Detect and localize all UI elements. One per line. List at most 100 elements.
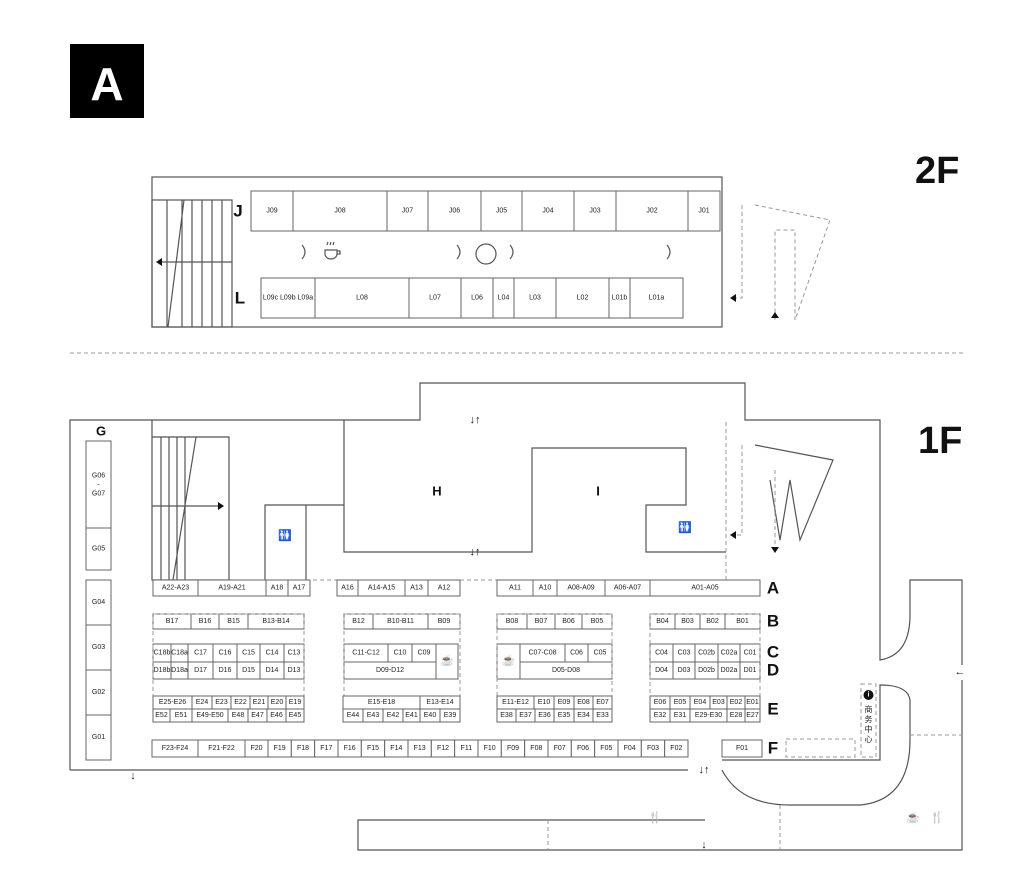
stall-e40[interactable]: E40 [419, 708, 441, 723]
stall-b03[interactable]: B03 [674, 613, 701, 630]
stall-a22-a23[interactable]: A22-A23 [152, 579, 199, 597]
stall-b07[interactable]: B07 [526, 613, 556, 630]
stall-e31[interactable]: E31 [669, 708, 691, 723]
stall-c06[interactable]: C06 [564, 643, 589, 663]
stall-e39[interactable]: E39 [439, 708, 461, 723]
stall-f18[interactable]: F18 [290, 739, 316, 758]
stall-e11-e12[interactable]: E11-E12 [496, 695, 535, 710]
stall-c09[interactable]: C09 [411, 643, 437, 663]
stall-e43[interactable]: E43 [362, 708, 384, 723]
stall-b10-b11[interactable]: B10-B11 [372, 613, 429, 630]
stall-a19-a21[interactable]: A19-A21 [197, 579, 267, 597]
stall-j09[interactable]: J09 [250, 190, 294, 232]
stall-e45[interactable]: E45 [285, 708, 305, 723]
stall-b16[interactable]: B16 [190, 613, 220, 630]
stall-d09-d12[interactable]: D09-D12 [343, 661, 437, 680]
stall-e19[interactable]: E19 [285, 695, 305, 710]
stall-j01[interactable]: J01 [687, 190, 721, 232]
stall-d02a[interactable]: D02a [717, 661, 741, 680]
stall-l07[interactable]: L07 [408, 277, 462, 319]
stall-c13[interactable]: C13 [283, 643, 305, 663]
stall-e48[interactable]: E48 [227, 708, 249, 723]
stall-b13-b14[interactable]: B13-B14 [247, 613, 305, 630]
stall-b05[interactable]: B05 [581, 613, 613, 630]
stall-c17[interactable]: C17 [187, 643, 214, 663]
stall-a16[interactable]: A16 [336, 579, 359, 597]
stall-f23-f24[interactable]: F23-F24 [151, 739, 199, 758]
stall-c18a[interactable]: C18a [170, 643, 189, 663]
stall-e35[interactable]: E35 [553, 708, 575, 723]
stall-e41[interactable]: E41 [402, 708, 421, 723]
stall-e23[interactable]: E23 [211, 695, 232, 710]
stall-g06-g07[interactable]: G06-G07 [85, 440, 112, 529]
stall-f12[interactable]: F12 [430, 739, 456, 758]
stall-e15-e18[interactable]: E15-E18 [342, 695, 421, 710]
stall-g04[interactable]: G04 [85, 579, 112, 626]
stall-b08[interactable]: B08 [496, 613, 528, 630]
cafe-stall[interactable]: ☕ [496, 643, 521, 680]
stall-d03[interactable]: D03 [672, 661, 696, 680]
stall-b17[interactable]: B17 [152, 613, 192, 630]
stall-b04[interactable]: B04 [649, 613, 676, 630]
stall-c07-c08[interactable]: C07-C08 [519, 643, 566, 663]
stall-c02b[interactable]: C02b [694, 643, 719, 663]
stall-d18b[interactable]: D18b [152, 661, 172, 680]
stall-b09[interactable]: B09 [427, 613, 461, 630]
stall-d13[interactable]: D13 [283, 661, 305, 680]
stall-g05[interactable]: G05 [85, 527, 112, 571]
stall-f09[interactable]: F09 [500, 739, 526, 758]
cafe-stall[interactable]: ☕ [435, 643, 459, 680]
stall-e05[interactable]: E05 [669, 695, 691, 710]
stall-e46[interactable]: E46 [266, 708, 287, 723]
stall-f20[interactable]: F20 [244, 739, 269, 758]
stall-a17[interactable]: A17 [287, 579, 311, 597]
stall-e10[interactable]: E10 [533, 695, 555, 710]
stall-d05-d08[interactable]: D05-D08 [519, 661, 613, 680]
stall-l01a[interactable]: L01a [629, 277, 684, 319]
stall-a13[interactable]: A13 [404, 579, 429, 597]
stall-a18[interactable]: A18 [265, 579, 289, 597]
stall-l01b[interactable]: L01b [608, 277, 631, 319]
stall-f16[interactable]: F16 [337, 739, 362, 758]
stall-c16[interactable]: C16 [212, 643, 238, 663]
stall-c03[interactable]: C03 [672, 643, 696, 663]
stall-f02[interactable]: F02 [664, 739, 689, 758]
stall-e13-e14[interactable]: E13-E14 [419, 695, 461, 710]
stall-e22[interactable]: E22 [230, 695, 251, 710]
stall-c18b[interactable]: C18b [152, 643, 172, 663]
stall-j02[interactable]: J02 [615, 190, 689, 232]
stall-d17[interactable]: D17 [187, 661, 214, 680]
stall-f06[interactable]: F06 [570, 739, 596, 758]
stall-e37[interactable]: E37 [515, 708, 536, 723]
stall-e01[interactable]: E01 [744, 695, 761, 710]
stall-e09[interactable]: E09 [553, 695, 575, 710]
stall-e02[interactable]: E02 [726, 695, 746, 710]
service-center[interactable]: i 商务中心 [860, 683, 877, 758]
stall-e21[interactable]: E21 [249, 695, 269, 710]
stall-e38[interactable]: E38 [496, 708, 517, 723]
stall-f03[interactable]: F03 [640, 739, 666, 758]
stall-f08[interactable]: F08 [524, 739, 549, 758]
stall-l02[interactable]: L02 [555, 277, 610, 319]
stall-d01[interactable]: D01 [739, 661, 761, 680]
stall-e04[interactable]: E04 [689, 695, 711, 710]
stall-e33[interactable]: E33 [592, 708, 613, 723]
stall-f07[interactable]: F07 [547, 739, 572, 758]
stall-j08[interactable]: J08 [292, 190, 388, 232]
stall-d04[interactable]: D04 [649, 661, 674, 680]
stall-j05[interactable]: J05 [480, 190, 523, 232]
stall-e42[interactable]: E42 [382, 708, 404, 723]
stall-e28[interactable]: E28 [726, 708, 746, 723]
stall-f04[interactable]: F04 [617, 739, 642, 758]
stall-e52[interactable]: E52 [152, 708, 171, 723]
stall-l03[interactable]: L03 [513, 277, 557, 319]
stall-f10[interactable]: F10 [477, 739, 502, 758]
stall-f13[interactable]: F13 [407, 739, 432, 758]
stall-e36[interactable]: E36 [534, 708, 555, 723]
stall-b02[interactable]: B02 [699, 613, 726, 630]
stall-c01[interactable]: C01 [739, 643, 761, 663]
stall-c05[interactable]: C05 [587, 643, 613, 663]
stall-e20[interactable]: E20 [267, 695, 287, 710]
stall-e25-e26[interactable]: E25-E26 [152, 695, 193, 710]
stall-c02a[interactable]: C02a [717, 643, 741, 663]
